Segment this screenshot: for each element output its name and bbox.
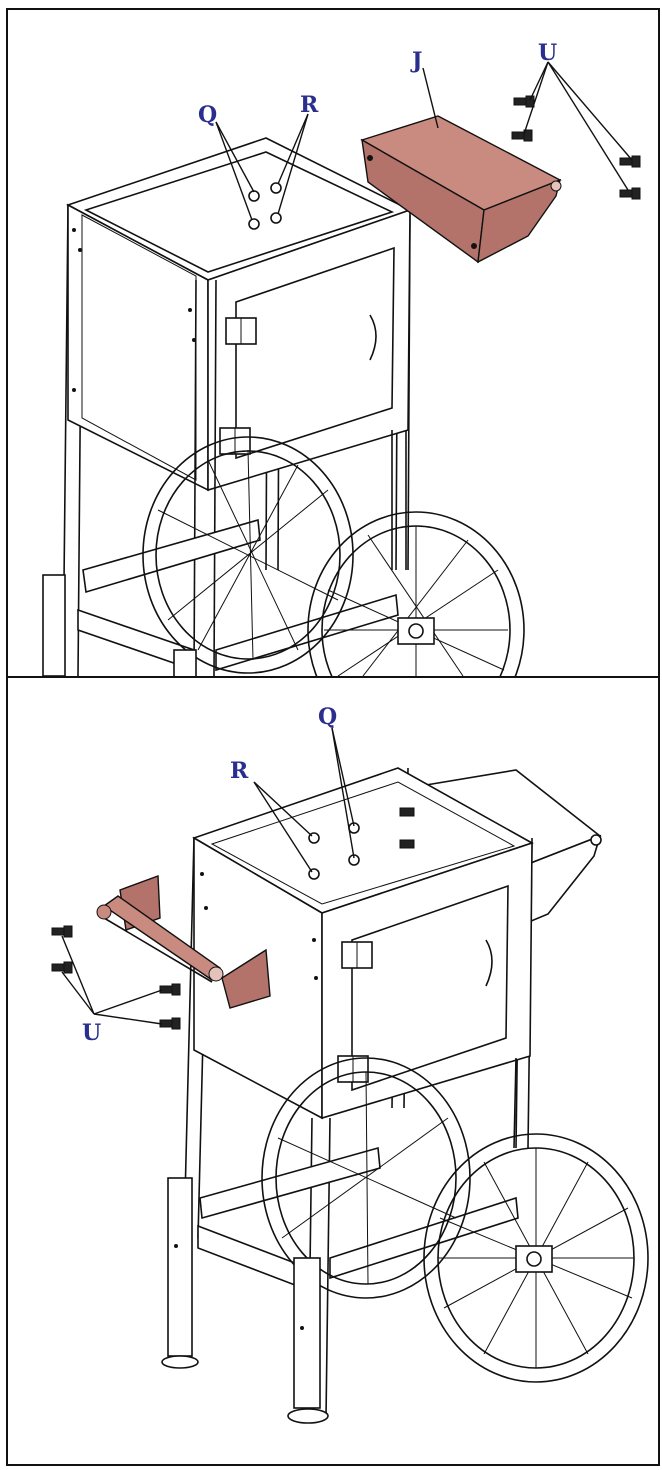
label-q: Q <box>198 102 217 128</box>
assembly-step-bottom-panel: Q R U <box>6 676 660 1466</box>
label-r: R <box>300 92 319 118</box>
cart-top-illustration: Q R J U <box>42 40 641 676</box>
label-q: Q <box>318 704 337 730</box>
assembly-step-top-panel: Q R J U <box>6 8 660 678</box>
callout-leaders <box>61 727 355 1025</box>
label-j: J <box>410 48 422 74</box>
label-r: R <box>230 758 249 784</box>
label-u: U <box>538 40 557 66</box>
part-handle-bar <box>96 875 271 1009</box>
cart-bottom-illustration: Q R U <box>51 704 649 1424</box>
u-screws <box>511 95 641 200</box>
callout-leaders <box>215 61 633 221</box>
label-u: U <box>82 1020 101 1046</box>
part-j-shelf-bracket <box>360 115 562 264</box>
